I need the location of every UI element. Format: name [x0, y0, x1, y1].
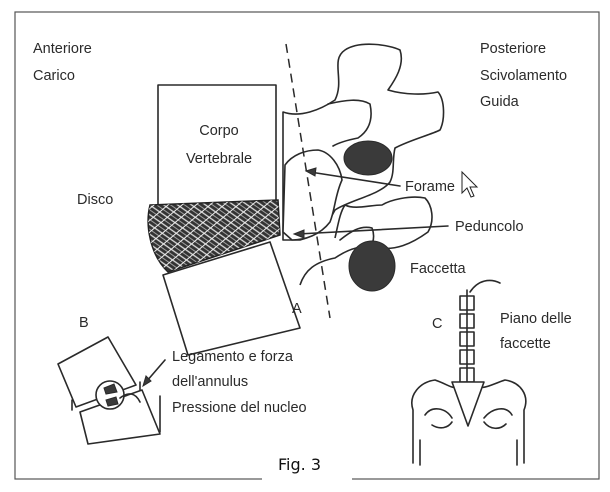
label-foramen: Forame	[405, 179, 455, 195]
label-posterior: Posteriore	[480, 41, 546, 57]
foramen-outline	[282, 149, 343, 241]
figure-caption: Fig. 3	[278, 455, 321, 474]
label-anterior-load: Carico	[33, 68, 75, 84]
sacrum-triangle	[451, 381, 485, 427]
label-body-2: Vertebrale	[186, 151, 252, 167]
small-vertebra-lower	[79, 389, 161, 445]
dashed-axis-line	[285, 43, 331, 319]
pedicle-arrow	[297, 225, 449, 235]
label-anterior: Anteriore	[33, 41, 92, 57]
label-posterior-glide: Scivolamento	[480, 68, 567, 84]
label-facet: Faccetta	[410, 261, 467, 277]
panel-c-letter: C	[432, 316, 442, 332]
facet-lower	[348, 240, 396, 292]
spine-chain	[459, 289, 475, 393]
panel-a: Anteriore Carico Posteriore Scivolamento…	[33, 41, 567, 356]
panel-b-letter: B	[79, 315, 89, 331]
foramen-arrow	[309, 171, 401, 187]
label-posterior-guide: Guida	[480, 94, 520, 110]
label-disc: Disco	[77, 192, 113, 208]
label-ligament: Legamento e forza	[172, 349, 294, 365]
label-facet-plane-2: faccette	[500, 336, 551, 352]
label-pedicle: Peduncolo	[455, 219, 524, 235]
vertebral-body-upper	[157, 84, 277, 206]
arrow-pointer-icon	[461, 170, 479, 198]
vertebral-body-lower	[162, 241, 301, 356]
panel-b: B	[57, 315, 166, 445]
label-facet-plane-1: Piano delle	[500, 311, 572, 327]
panel-c: C	[411, 279, 527, 466]
panel-a-letter: A	[292, 301, 302, 317]
posterior-elements-lower	[299, 196, 433, 286]
label-nucleus-pressure: Pressione del nucleo	[172, 400, 307, 416]
label-body-1: Corpo	[199, 123, 239, 139]
facet-upper	[343, 140, 393, 176]
label-annulus: dell'annulus	[172, 374, 248, 390]
